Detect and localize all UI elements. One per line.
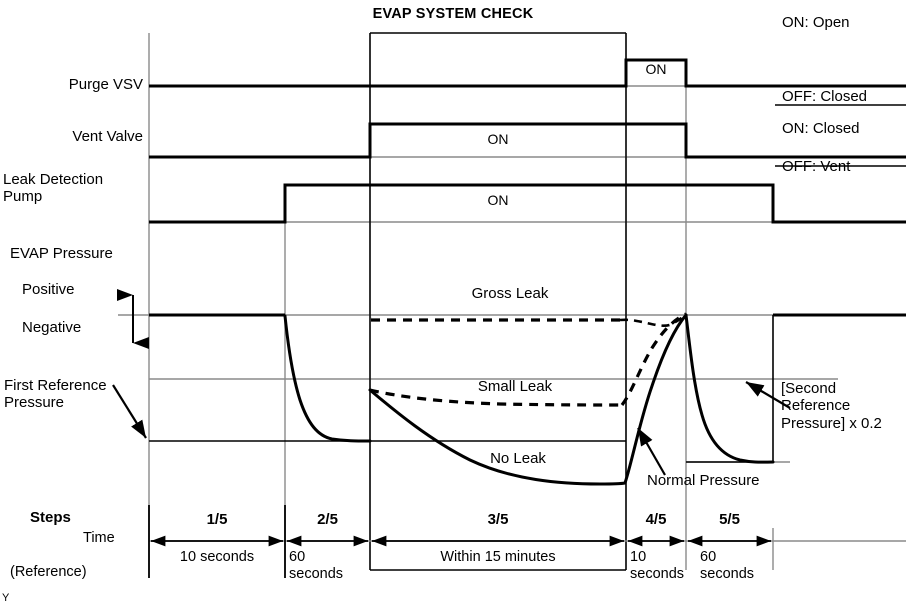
page-title: EVAP SYSTEM CHECK [372,6,534,22]
curve-gross-leak-tail [619,313,687,327]
step-name-5: 5/5 [719,511,740,528]
right-state-separators [775,104,906,167]
first-reference-leader-arrow [112,384,147,439]
signal-label-vent-valve: Vent Valve [72,128,143,145]
second-reference-leader-arrow [745,381,791,409]
normal-pressure-leader-arrow [637,427,666,476]
footer-corner-mark: Y [2,592,10,604]
curve-label-normal-pressure: Normal Pressure [647,472,760,489]
state-label-purge-on: ON: Open [782,14,850,31]
purge-vsv-on-text: ON [645,61,667,77]
axis-label-evap-pressure: EVAP Pressure [10,245,113,262]
footer-time-label: Time [83,530,115,546]
second-reference-pressure-label: [Second Reference Pressure] x 0.2 [781,380,882,432]
step-duration-3: Within 15 minutes [440,549,556,565]
step-duration-5: 60 seconds [700,549,755,582]
step-name-1: 1/5 [206,511,228,528]
step-duration-1: 10 seconds [179,549,255,565]
second-reference-bracket [686,315,774,463]
state-label-purge-off: OFF: Closed [782,88,868,105]
step-duration-4: 10 seconds [630,549,685,582]
leak-detection-pump-waveform [149,183,906,224]
step-name-4: 4/5 [645,511,667,528]
step-name-3: 3/5 [487,511,509,528]
footer-reference-label: (Reference) [10,564,87,580]
curve-initial-pumpdown [283,314,372,443]
curve-label-small-leak: Small Leak [477,378,553,395]
leak-detection-pump-on-text: ON [487,192,509,208]
curve-no-leak [368,313,775,486]
pressure-negative-label: Negative [22,319,82,336]
pressure-positive-label: Positive [22,281,75,298]
footer-step-ticks [148,505,286,578]
state-label-vent-on: ON: Closed [782,120,860,137]
signal-label-leak-detection-pump: Leak Detection Pump [3,171,104,206]
curve-label-no-leak: No Leak [490,450,546,467]
state-label-vent-off: OFF: Vent [782,158,851,175]
vent-valve-on-text: ON [487,131,509,147]
purge-vsv-waveform [149,58,906,88]
vent-valve-waveform [149,122,906,159]
step-duration-2: 60 seconds [289,549,344,582]
footer-steps-label: Steps [30,509,71,526]
curve-label-gross-leak: Gross Leak [471,285,549,302]
curve-small-leak [369,312,687,407]
step-name-2: 2/5 [317,511,338,528]
first-reference-pressure-label: First Reference Pressure [4,377,107,412]
signal-label-purge-vsv: Purge VSV [68,76,143,93]
